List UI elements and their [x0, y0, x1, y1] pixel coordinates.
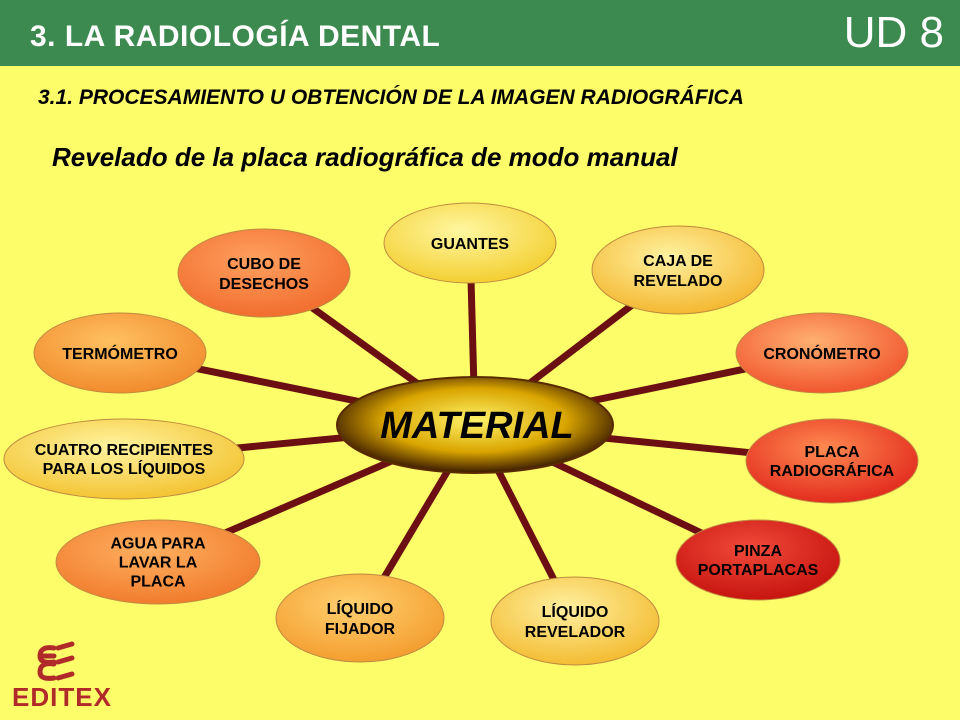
node-label-liquido-revelador: REVELADOR	[525, 624, 626, 641]
node-label-termometro: TERMÓMETRO	[62, 344, 178, 363]
node-label-placa-radiografica: RADIOGRÁFICA	[770, 461, 895, 480]
node-ellipse-cuatro-recipientes	[3, 418, 245, 500]
center-node-material: MATERIAL	[336, 376, 614, 474]
node-termometro: TERMÓMETRO	[33, 312, 207, 394]
node-cubo-de-desechos: CUBO DE DESECHOS	[177, 228, 351, 318]
node-label-agua-para-lavar-la-placa: PLACA	[130, 573, 186, 590]
node-label-liquido-fijador: FIJADOR	[325, 621, 396, 638]
node-label-liquido-fijador: LÍQUIDO	[327, 599, 394, 618]
node-label-placa-radiografica: PLACA	[804, 444, 860, 461]
subsection-title: 3.1. PROCESAMIENTO U OBTENCIÓN DE LA IMA…	[38, 86, 744, 109]
node-label-cubo-de-desechos: CUBO DE	[227, 256, 301, 273]
node-ellipse-cubo-de-desechos	[177, 228, 351, 318]
topic-title: Revelado de la placa radiográfica de mod…	[52, 142, 678, 172]
node-label-cubo-de-desechos: DESECHOS	[219, 276, 309, 293]
node-label-liquido-revelador: LÍQUIDO	[542, 602, 609, 621]
section-title: 3. LA RADIOLOGÍA DENTAL	[30, 20, 441, 53]
node-liquido-revelador: LÍQUIDO REVELADOR	[490, 576, 660, 666]
node-label-caja-de-revelado: CAJA DE	[643, 253, 713, 270]
center-label: MATERIAL	[380, 405, 574, 447]
node-ellipse-cronometro	[735, 312, 909, 394]
editex-logo-text: EDITEX	[12, 682, 112, 712]
node-label-pinza-portaplacas: PORTAPLACAS	[698, 562, 819, 579]
node-ellipse-liquido-revelador	[490, 576, 660, 666]
node-ellipse-pinza-portaplacas	[675, 519, 841, 601]
node-ellipse-liquido-fijador	[275, 573, 445, 663]
node-ellipse-guantes	[383, 202, 557, 284]
center-ellipse	[336, 376, 614, 474]
node-ellipse-agua-para-lavar-la-placa	[55, 519, 261, 605]
node-cronometro: CRONÓMETRO	[735, 312, 909, 394]
node-ellipse-termometro	[33, 312, 207, 394]
node-pinza-portaplacas: PINZA PORTAPLACAS	[675, 519, 841, 601]
node-label-agua-para-lavar-la-placa: AGUA PARA	[110, 535, 206, 552]
node-agua-para-lavar-la-placa: AGUA PARA LAVAR LA PLACA	[55, 519, 261, 605]
node-label-pinza-portaplacas: PINZA	[734, 543, 782, 560]
node-label-cuatro-recipientes: PARA LOS LÍQUIDOS	[43, 459, 206, 478]
header-bar: 3. LA RADIOLOGÍA DENTAL UD 8	[0, 0, 960, 66]
node-label-caja-de-revelado: REVELADO	[634, 273, 723, 290]
node-liquido-fijador: LÍQUIDO FIJADOR	[275, 573, 445, 663]
node-guantes: GUANTES	[383, 202, 557, 284]
node-caja-de-revelado: CAJA DE REVELADO	[591, 225, 765, 315]
node-ellipse-caja-de-revelado	[591, 225, 765, 315]
node-label-guantes: GUANTES	[431, 236, 510, 253]
editex-logo-icon	[14, 640, 124, 712]
node-label-cronometro: CRONÓMETRO	[763, 344, 880, 363]
node-ellipse-placa-radiografica	[745, 418, 919, 504]
node-label-agua-para-lavar-la-placa: LAVAR LA	[119, 554, 198, 571]
unit-label: UD 8	[843, 8, 944, 57]
node-label-cuatro-recipientes: CUATRO RECIPIENTES	[35, 442, 214, 459]
